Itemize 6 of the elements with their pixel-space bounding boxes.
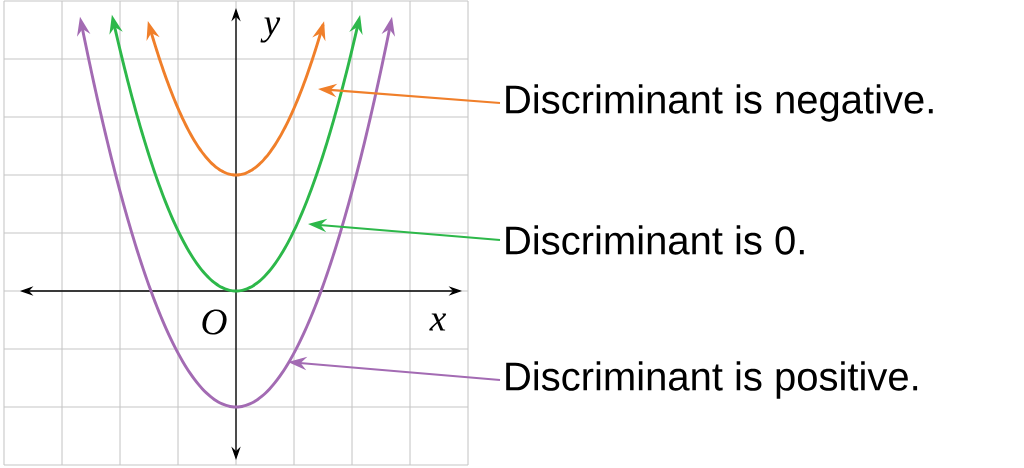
axis-label: O — [202, 309, 227, 335]
axis-label: x — [429, 313, 446, 331]
curve-label: Discriminant is positive. — [506, 361, 918, 399]
curve-label: Discriminant is 0. — [506, 225, 804, 255]
curve-label: Discriminant is negative. — [506, 84, 933, 122]
axis-label: y — [260, 17, 281, 43]
